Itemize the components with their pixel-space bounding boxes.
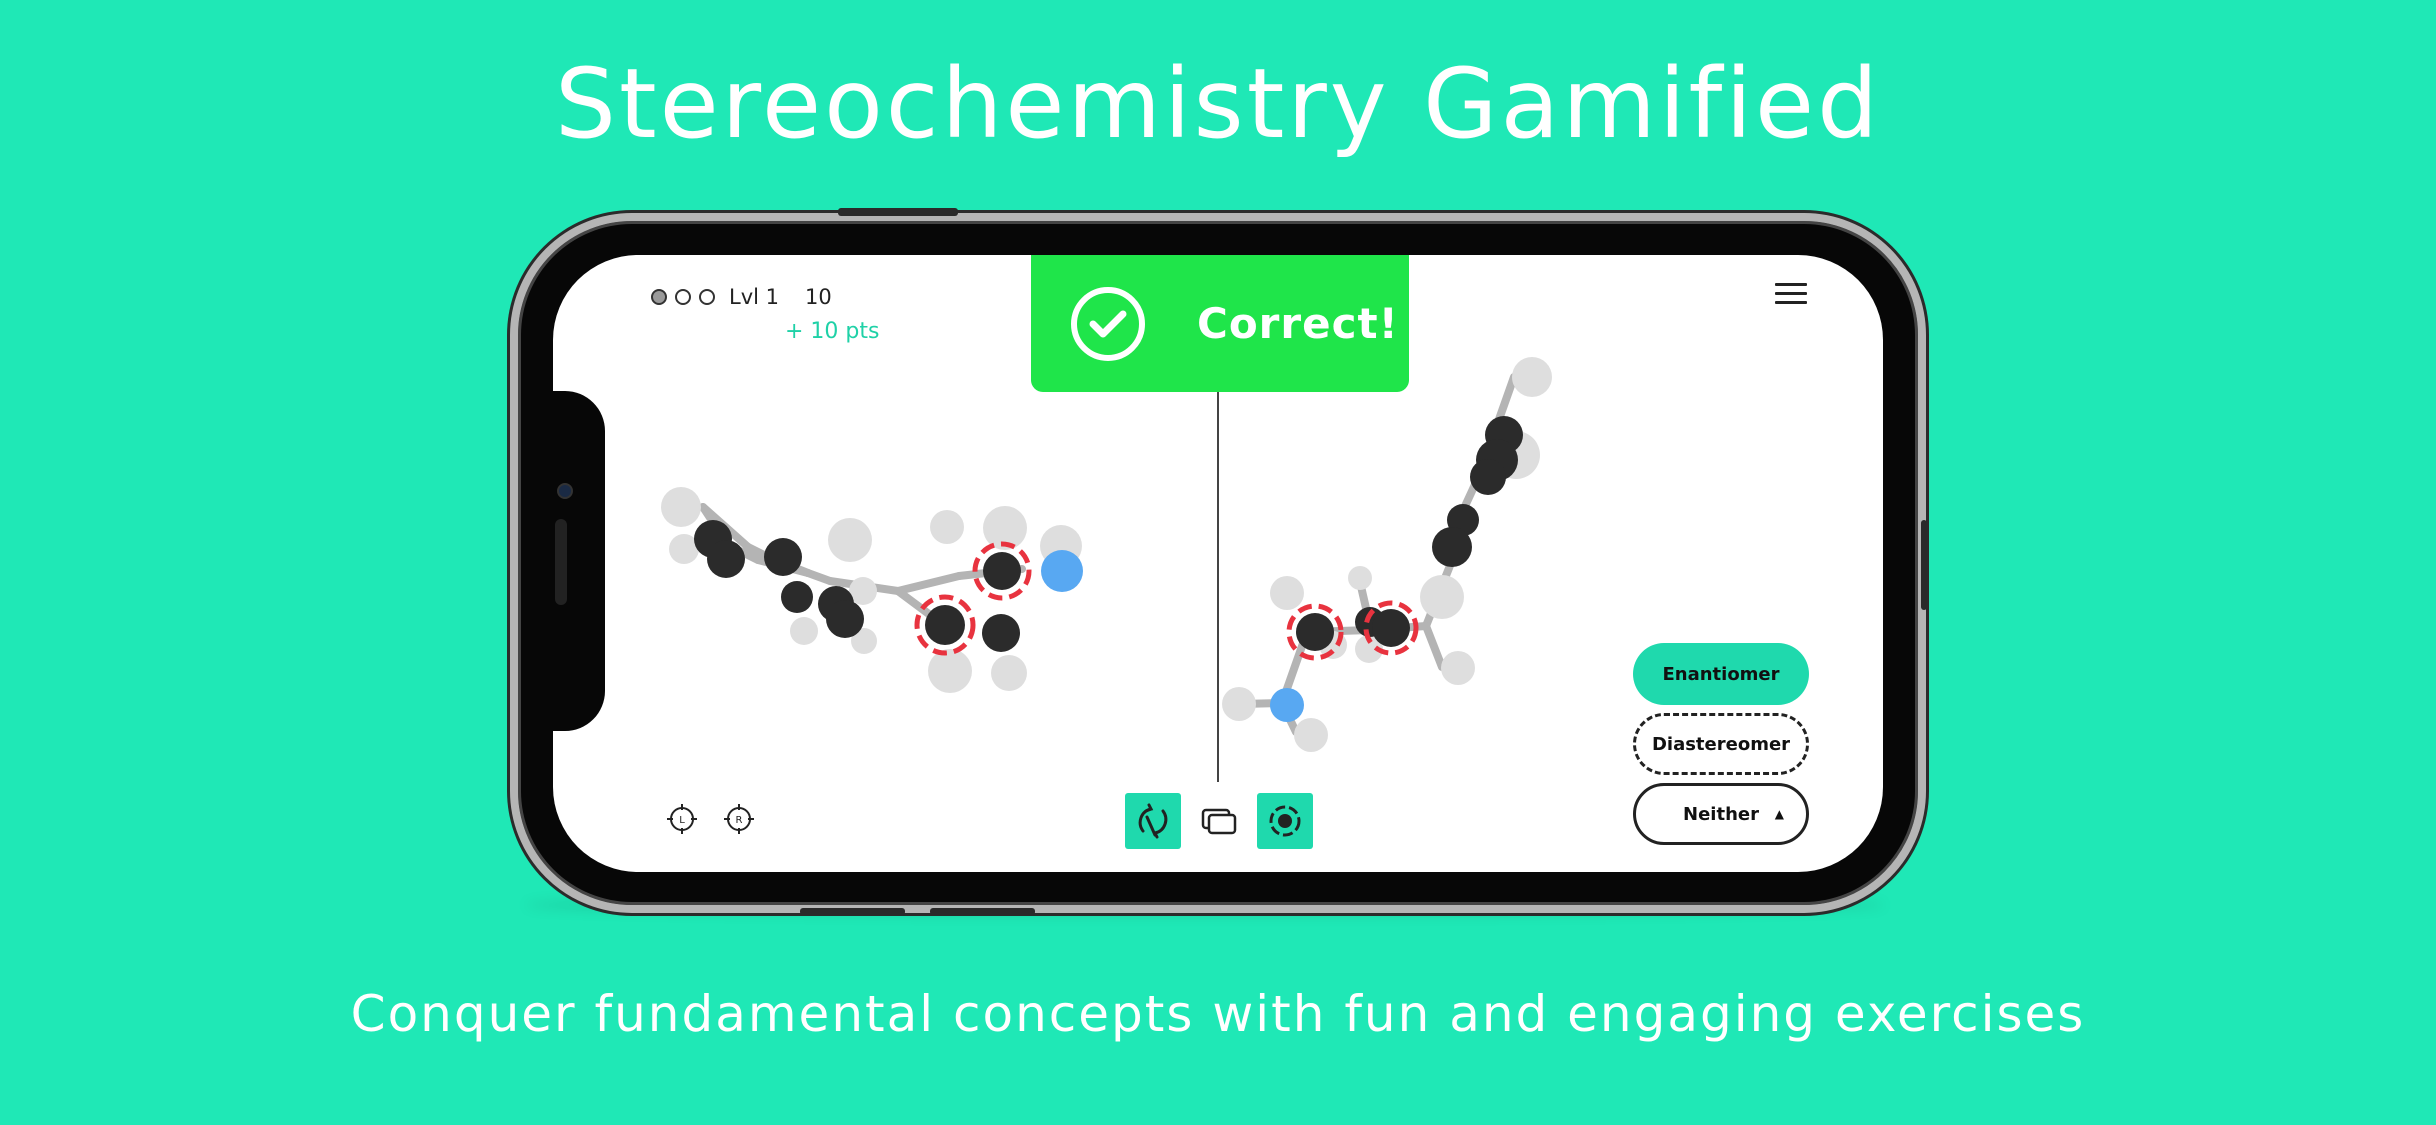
phone-button [1921,520,1927,610]
points-gained: + 10 pts [785,319,880,344]
feedback-label: Correct! [1197,299,1399,348]
speaker [555,519,567,605]
status-bar: Lvl 1 10 [651,285,832,309]
app-screen: Lvl 1 10 + 10 pts Correct! [553,255,1883,872]
neither-label: Neither [1683,803,1759,825]
rotate-button[interactable] [1125,793,1181,849]
molecule-right[interactable] [1219,255,1883,775]
molecule-divider [1217,392,1219,782]
neither-button[interactable]: Neither ▲ [1633,783,1809,845]
overlay-button[interactable] [1191,793,1247,849]
diastereomer-button[interactable]: Diastereomer [1633,713,1809,775]
overlay-icon [1201,808,1237,835]
right-scope-icon[interactable]: R [722,802,756,836]
checkmark-icon [1071,286,1145,361]
molecule-left[interactable] [553,255,1218,775]
svg-text:R: R [736,815,743,826]
life-indicator [675,289,691,305]
menu-icon[interactable] [1775,283,1807,305]
tagline: Conquer fundamental concepts with fun an… [350,985,2086,1043]
phone-button [800,908,905,915]
center-view-button[interactable] [1257,793,1313,849]
level-label: Lvl 1 [729,285,779,309]
rotate-icon [1138,803,1168,839]
life-indicator-used [651,289,667,305]
left-scope-icon[interactable]: L [665,802,699,836]
center-icon [1269,805,1301,837]
phone-button [930,908,1035,915]
life-indicator [699,289,715,305]
phone-notch [553,391,605,731]
enantiomer-button[interactable]: Enantiomer [1633,643,1809,705]
feedback-banner: Correct! [1031,255,1409,392]
score-value: 10 [805,285,832,309]
camera [557,483,573,499]
headline: Stereochemistry Gamified [555,48,1881,160]
caret-up-icon: ▲ [1774,807,1784,821]
svg-text:L: L [679,815,685,826]
phone-button [838,208,958,216]
